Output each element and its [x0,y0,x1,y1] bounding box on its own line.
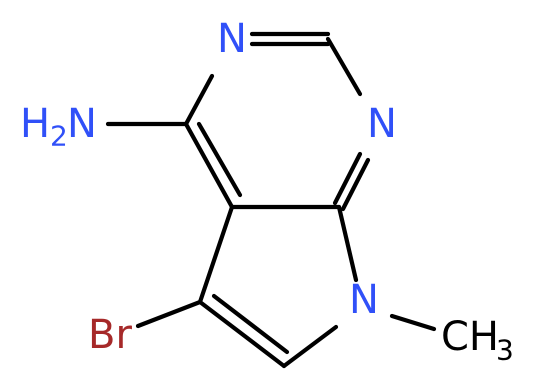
methyl-ch: CH [441,314,499,360]
amine-subscript: 2 [50,120,68,153]
amine-n: N [67,101,97,147]
atom-bromine: Br [88,312,132,358]
bond-c3a-c4-b [196,121,243,198]
bond-c5-br [135,299,203,329]
amine-group: H 2 N [20,101,97,153]
atom-nitrogen-pyrrole: N [349,277,379,323]
bond-c5-c6-b [211,293,290,355]
bond-c4-n3 [183,73,215,127]
atom-nitrogen-top: N [217,16,247,62]
bond-c6-n7 [281,324,339,369]
bond-c3a-c4-a [183,121,235,210]
methyl-group: CH 3 [441,314,514,367]
bond-n1-c7a-a [332,151,363,206]
atom-nitrogen-right: N [367,101,397,147]
amine-h: H [20,101,50,147]
bond-c3a-c5 [197,204,235,305]
bond-c2-n1 [325,36,363,97]
bond-c5-c6-a [197,299,287,369]
bond-n7-c7a [336,204,359,283]
bonds [105,31,437,369]
methyl-subscript: 3 [496,334,514,367]
atom-labels: N N N H 2 N Br CH 3 [20,16,514,367]
bond-n1-c7a-b [340,157,371,212]
bond-n7-ch3 [389,313,437,332]
